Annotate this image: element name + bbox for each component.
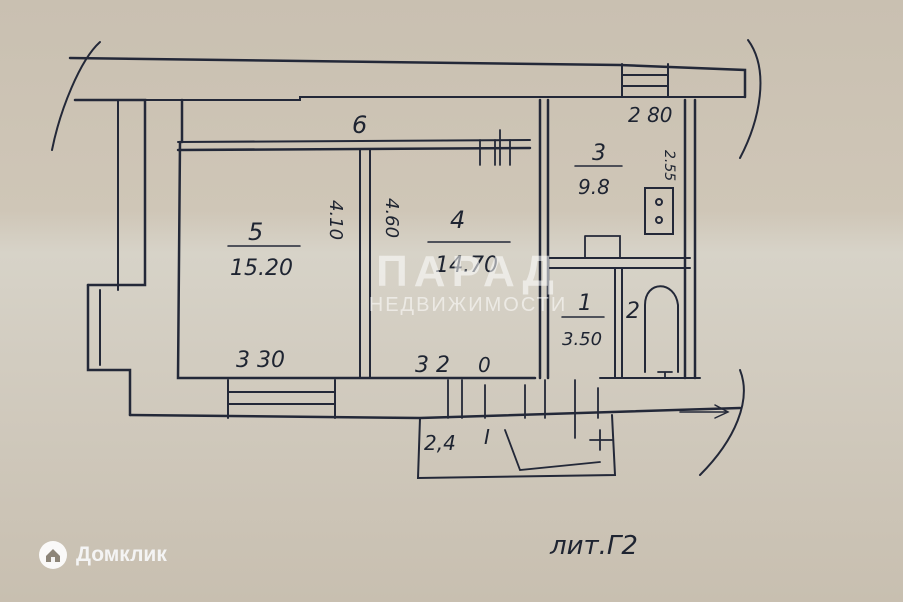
domclick-logo[interactable]: Домклик <box>38 540 167 570</box>
bathtub-icon <box>644 285 679 373</box>
signature-text: лит.Г2 <box>549 531 638 561</box>
fixtures <box>584 187 679 379</box>
signature: лит.Г2 <box>549 531 638 561</box>
interior-walls <box>176 98 701 380</box>
sink-icon <box>584 235 621 259</box>
room-1-area: 3.50 <box>562 329 602 350</box>
room-4-area: 14.70 <box>435 253 498 278</box>
dimension-bottom-mid-tail: 0 <box>478 353 491 377</box>
burner-icon <box>655 216 663 224</box>
dimension-mid-vertical: 4.60 <box>381 198 402 238</box>
domclick-logo-text: Домклик <box>76 543 167 566</box>
room-1-number: 1 <box>578 291 592 316</box>
room-3-area: 9.8 <box>578 175 610 199</box>
dimension-bottom-left: 3 30 <box>236 348 285 373</box>
dimension-labels: 2 80 2.55 4.10 4.60 3 30 3 2 0 2,4 I <box>236 103 677 455</box>
dimension-top-right: 2 80 <box>628 103 673 127</box>
dimension-entry: 2,4 <box>424 431 456 455</box>
house-icon <box>39 541 67 569</box>
dimension-left-vertical: 4.10 <box>325 200 346 240</box>
dimension-bottom-mid: 3 2 <box>415 353 450 378</box>
windows <box>227 63 669 419</box>
entry-area <box>416 379 730 480</box>
room-4-number: 4 <box>450 206 465 234</box>
dimension-kitchen-vertical: 2.55 <box>661 150 677 181</box>
dimension-entry-mark: I <box>484 425 490 449</box>
room-6-number: 6 <box>352 111 367 139</box>
room-labels: 6 3 9.8 5 15.20 4 14.70 1 3.50 2 <box>227 111 640 350</box>
room-5-area: 15.20 <box>230 256 293 281</box>
room-5-number: 5 <box>248 218 263 246</box>
room-2-number: 2 <box>626 299 640 324</box>
stove-icon <box>644 187 674 235</box>
burner-icon <box>655 198 663 206</box>
room-3-number: 3 <box>592 141 606 166</box>
drain-icon <box>657 371 673 379</box>
